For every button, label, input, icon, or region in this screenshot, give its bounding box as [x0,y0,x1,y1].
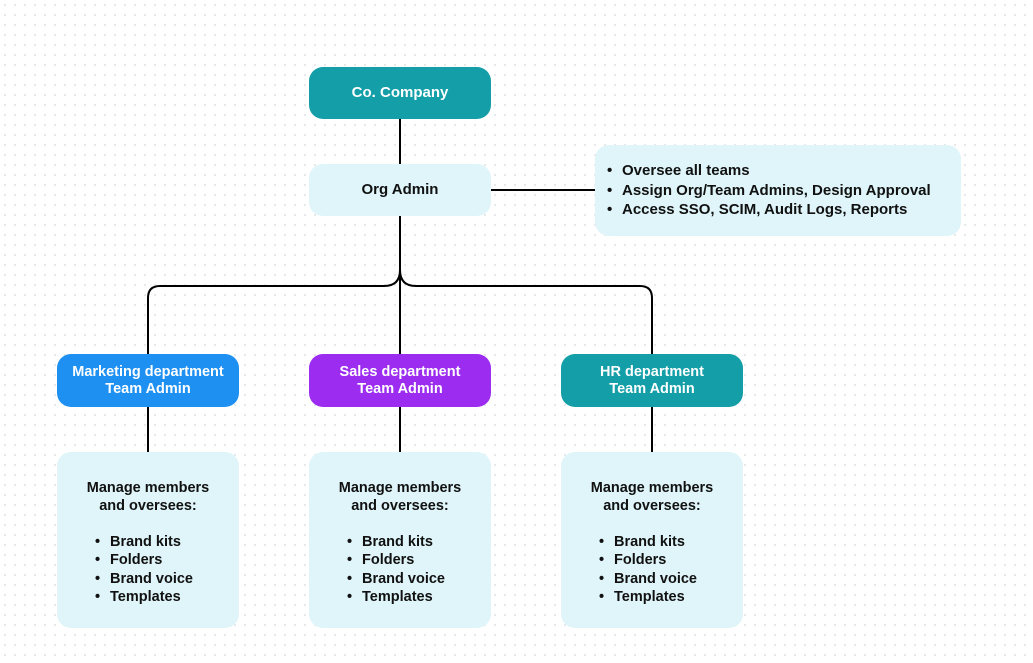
team-duty-item: Folders [347,551,445,569]
team-node-sales: Sales department Team Admin [309,354,491,407]
team-role-label: Team Admin [357,380,443,397]
org-admin-duties-list: Oversee all teams Assign Org/Team Admins… [607,161,931,220]
team-duty-item: Templates [347,588,445,606]
team-duties-list: Brand kits Folders Brand voice Templates [347,533,445,606]
team-node-hr: HR department Team Admin [561,354,743,407]
org-admin-duty-item: Access SSO, SCIM, Audit Logs, Reports [607,200,931,220]
team-duties-heading: Manage members and oversees: [338,480,462,514]
team-duties-heading: Manage members and oversees: [86,480,210,514]
org-admin-duty-item: Oversee all teams [607,161,931,181]
team-department-label: Sales department [339,363,461,380]
team-duties-box-marketing: Manage members and oversees: Brand kits … [57,452,239,628]
team-duty-item: Folders [599,551,697,569]
team-duty-item: Brand voice [599,570,697,588]
company-label: Co. Company [351,84,449,101]
team-duty-item: Folders [95,551,193,569]
team-role-label: Team Admin [609,380,695,397]
team-duty-item: Brand kits [599,533,697,551]
team-department-label: HR department [600,363,704,380]
org-admin-node: Org Admin [309,164,491,216]
team-role-label: Team Admin [105,380,191,397]
team-duty-item: Brand voice [95,570,193,588]
team-duty-item: Templates [599,588,697,606]
org-admin-duties-box: Oversee all teams Assign Org/Team Admins… [595,145,961,236]
team-duty-item: Brand kits [95,533,193,551]
connector-org-admin-to-hr [399,269,653,354]
team-duties-heading: Manage members and oversees: [590,480,714,514]
team-node-marketing: Marketing department Team Admin [57,354,239,407]
team-duties-list: Brand kits Folders Brand voice Templates [95,533,193,606]
org-admin-duty-item: Assign Org/Team Admins, Design Approval [607,181,931,201]
team-duties-list: Brand kits Folders Brand voice Templates [599,533,697,606]
team-duty-item: Brand voice [347,570,445,588]
team-duty-item: Brand kits [347,533,445,551]
company-node: Co. Company [309,67,491,119]
connector-org-admin-to-marketing [147,269,401,354]
team-duties-box-hr: Manage members and oversees: Brand kits … [561,452,743,628]
org-admin-label: Org Admin [361,181,439,198]
team-duty-item: Templates [95,588,193,606]
team-department-label: Marketing department [72,363,224,380]
team-duties-box-sales: Manage members and oversees: Brand kits … [309,452,491,628]
